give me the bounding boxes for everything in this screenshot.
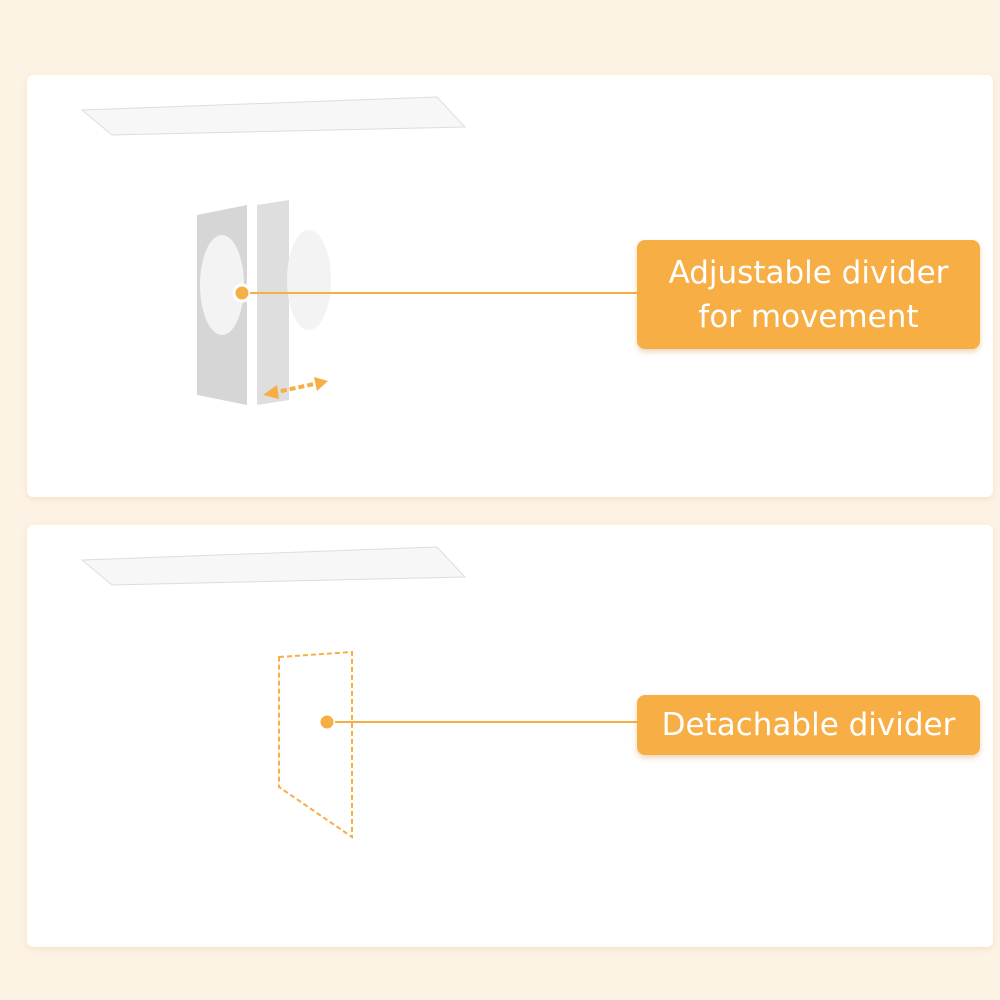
detachable-divider-outline	[278, 650, 353, 839]
callout-adjustable-divider: Adjustable divider for movement	[637, 240, 980, 349]
callout-text-line2: for movement	[698, 298, 919, 335]
callout-dot	[317, 712, 337, 732]
cat-litter-cabinet	[80, 96, 467, 136]
callout-dot	[232, 283, 252, 303]
callout-text: Detachable divider	[661, 707, 956, 743]
feature-panel-detachable: Detachable divider	[27, 525, 993, 947]
double-arrow-icon	[263, 377, 328, 399]
adjustable-divider	[197, 200, 331, 405]
cabinet-image-detachable	[80, 546, 637, 839]
callout-text-line1: Adjustable divider	[668, 254, 949, 291]
feature-panel-adjustable: Adjustable divider for movement	[27, 75, 993, 497]
cabinet-image-adjustable	[80, 96, 637, 405]
cat-litter-cabinet	[80, 546, 467, 586]
callout-detachable-divider: Detachable divider	[637, 695, 980, 755]
